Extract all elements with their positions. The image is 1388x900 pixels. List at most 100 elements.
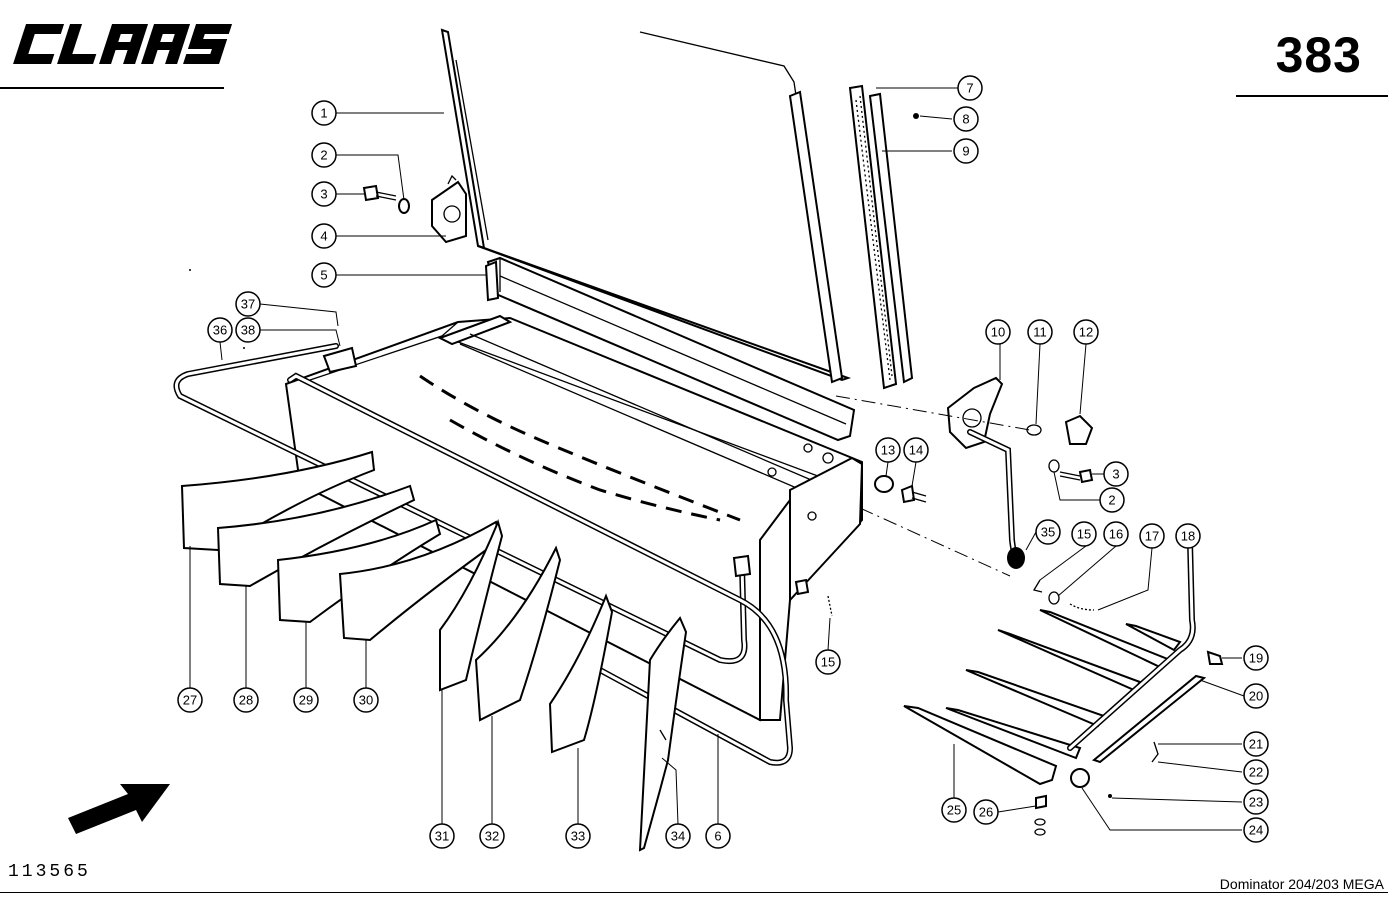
svg-text:35: 35: [1041, 525, 1055, 540]
callout[interactable]: 11: [1027, 319, 1053, 345]
callout[interactable]: 14: [903, 437, 929, 463]
callout[interactable]: 12: [1073, 319, 1099, 345]
svg-text:14: 14: [909, 443, 923, 458]
svg-text:16: 16: [1109, 527, 1123, 542]
svg-text:29: 29: [299, 693, 313, 708]
callout[interactable]: 3: [311, 181, 337, 207]
callout[interactable]: 4: [311, 223, 337, 249]
svg-text:2: 2: [1108, 493, 1115, 508]
svg-text:37: 37: [241, 297, 255, 312]
svg-text:6: 6: [714, 829, 721, 844]
svg-text:19: 19: [1249, 651, 1263, 666]
svg-text:15: 15: [1077, 527, 1091, 542]
small-parts-right: [827, 579, 1095, 617]
bolt-and-washer-left: [362, 184, 410, 214]
svg-text:13: 13: [881, 443, 895, 458]
callout[interactable]: 16: [1103, 521, 1129, 547]
tine-frame: [1034, 539, 1224, 836]
svg-text:7: 7: [966, 81, 973, 96]
callout[interactable]: 35: [1035, 519, 1061, 545]
callout[interactable]: 29: [293, 687, 319, 713]
callout[interactable]: 1: [311, 100, 337, 126]
callout[interactable]: 27: [177, 687, 203, 713]
callout-group: 1 2 3 4 5 7 8 9 10 11 12 13 14 3 2 35 15…: [177, 75, 1269, 849]
callout[interactable]: 38: [235, 317, 261, 343]
svg-text:11: 11: [1033, 325, 1047, 340]
callout[interactable]: 17: [1139, 523, 1165, 549]
callout[interactable]: 5: [311, 262, 337, 288]
model-name: Dominator 204/203 MEGA: [1219, 876, 1384, 892]
svg-text:26: 26: [979, 805, 993, 820]
callout[interactable]: 13: [875, 437, 901, 463]
callout[interactable]: 19: [1243, 645, 1269, 671]
svg-text:3: 3: [1112, 467, 1119, 482]
svg-text:5: 5: [320, 268, 327, 283]
callout[interactable]: 8: [953, 106, 979, 132]
svg-text:24: 24: [1249, 823, 1263, 838]
header-rule-right: [1236, 95, 1388, 97]
callout[interactable]: 2: [1099, 487, 1125, 513]
svg-text:12: 12: [1079, 325, 1093, 340]
spreader-fins: [439, 518, 688, 852]
callout[interactable]: 7: [957, 75, 983, 101]
svg-text:8: 8: [962, 112, 969, 127]
callout[interactable]: 26: [973, 799, 999, 825]
callout[interactable]: 9: [953, 138, 979, 164]
guard-bar: [173, 343, 794, 766]
svg-text:31: 31: [435, 829, 449, 844]
callout[interactable]: 22: [1243, 759, 1269, 785]
center-line: [835, 395, 1031, 431]
header-rule-left: [0, 87, 224, 89]
svg-text:4: 4: [320, 229, 327, 244]
svg-text:28: 28: [239, 693, 253, 708]
callout[interactable]: 34: [665, 823, 691, 849]
callout[interactable]: 33: [565, 823, 591, 849]
svg-text:15: 15: [821, 655, 835, 670]
callout[interactable]: 32: [479, 823, 505, 849]
cross-member: [484, 256, 856, 442]
upper-flap: [440, 28, 852, 384]
callout[interactable]: 15: [815, 649, 841, 675]
callout[interactable]: 24: [1243, 817, 1269, 843]
callout[interactable]: 25: [941, 797, 967, 823]
leader-lines: [189, 87, 1245, 831]
callout[interactable]: 37: [235, 291, 261, 317]
callout[interactable]: 15: [1071, 521, 1097, 547]
svg-text:3: 3: [320, 187, 327, 202]
hinge-bolts: [874, 475, 927, 504]
callout[interactable]: 31: [429, 823, 455, 849]
claas-logo: [6, 18, 232, 70]
center-line-lower: [859, 507, 1011, 577]
hinge-bracket-right: [946, 376, 1094, 569]
callout[interactable]: 2: [311, 142, 337, 168]
callout[interactable]: 20: [1243, 683, 1269, 709]
callout[interactable]: 23: [1243, 789, 1269, 815]
page-number: 383: [1275, 27, 1362, 83]
callout[interactable]: 6: [705, 823, 731, 849]
callout[interactable]: 21: [1243, 731, 1269, 757]
svg-text:22: 22: [1249, 765, 1263, 780]
svg-text:2: 2: [320, 148, 327, 163]
svg-text:38: 38: [241, 323, 255, 338]
callout[interactable]: 28: [233, 687, 259, 713]
callout[interactable]: 30: [353, 687, 379, 713]
spreader-tines: [903, 609, 1182, 786]
claas-logo-mark: [13, 24, 232, 64]
callout[interactable]: 3: [1103, 461, 1129, 487]
svg-text:32: 32: [485, 829, 499, 844]
svg-text:23: 23: [1249, 795, 1263, 810]
svg-text:33: 33: [571, 829, 585, 844]
svg-text:9: 9: [962, 144, 969, 159]
svg-text:18: 18: [1181, 529, 1195, 544]
svg-text:34: 34: [671, 829, 685, 844]
svg-text:25: 25: [947, 803, 961, 818]
svg-text:10: 10: [991, 325, 1005, 340]
reference-dots: [189, 269, 245, 349]
svg-text:21: 21: [1249, 737, 1263, 752]
direction-arrow: [68, 784, 170, 834]
callout[interactable]: 18: [1175, 523, 1201, 549]
callout[interactable]: 36: [207, 317, 233, 343]
svg-text:1: 1: [320, 106, 327, 121]
callout[interactable]: 10: [985, 319, 1011, 345]
